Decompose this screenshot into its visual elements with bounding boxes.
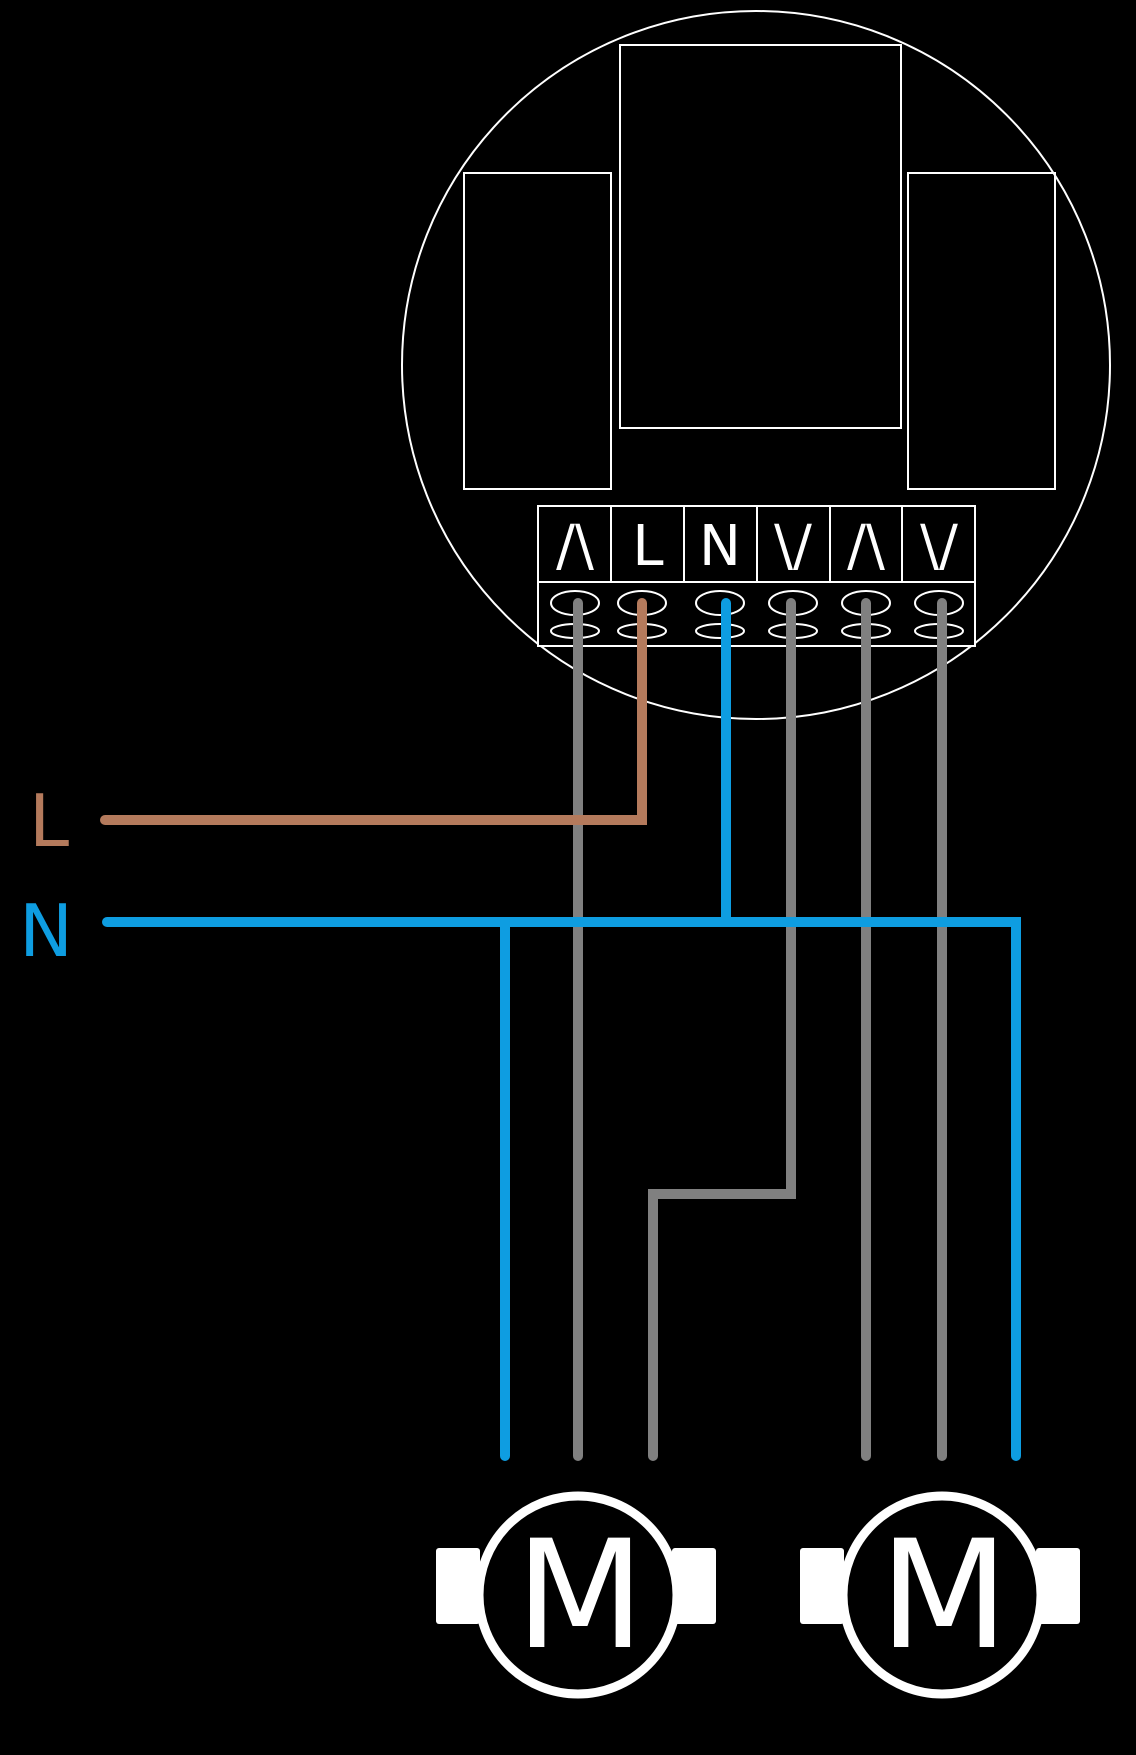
- motor-1-shaft-left: [436, 1548, 480, 1624]
- terminal-block: /\ L N \/ /\ \/: [537, 505, 976, 647]
- motor-2-body: [838, 1491, 1046, 1699]
- relay-block-left: [463, 172, 612, 490]
- supply-neutral-label: N: [19, 889, 73, 973]
- motor-1-body: [474, 1491, 682, 1699]
- terminal-label-4: \/: [774, 514, 812, 579]
- terminal-label-6: \/: [920, 514, 958, 579]
- motor-2-label: M: [879, 1509, 1008, 1683]
- wire-motor1-down: [648, 598, 796, 1461]
- motor-2-shaft-right: [1036, 1548, 1080, 1624]
- terminal-label-5: /\: [847, 514, 885, 579]
- motor-1: M: [436, 1491, 716, 1699]
- relay-block-center: [619, 44, 902, 429]
- wire-live: [100, 598, 647, 825]
- terminal-label-1: /\: [556, 514, 594, 579]
- motor-1-shaft-right: [672, 1548, 716, 1624]
- controller-device: [401, 10, 1111, 720]
- controller-housing: [401, 10, 1111, 720]
- terminal-label-2: L: [632, 514, 663, 579]
- relay-block-right: [907, 172, 1056, 490]
- motor-1-label: M: [515, 1509, 644, 1683]
- terminal-label-3: N: [699, 514, 741, 579]
- motor-2: M: [800, 1491, 1080, 1699]
- supply-live-label: L: [29, 779, 69, 863]
- motor-2-shaft-left: [800, 1548, 844, 1624]
- wire-neutral-bus: [102, 917, 1021, 1461]
- terminal-screw-3: [695, 590, 745, 639]
